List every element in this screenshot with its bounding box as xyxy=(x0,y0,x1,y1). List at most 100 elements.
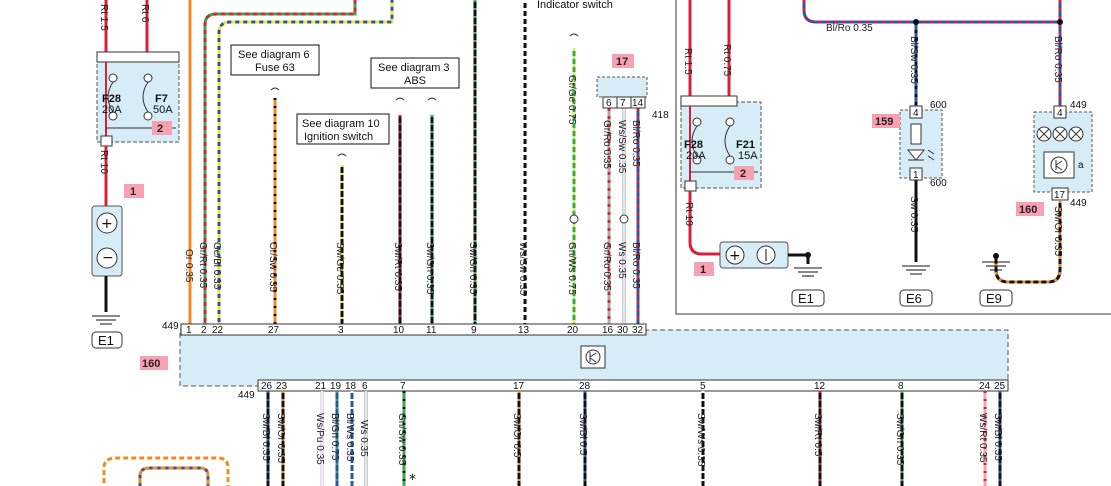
svg-text:E6: E6 xyxy=(906,291,922,306)
fuse-f7-terminal xyxy=(143,73,153,83)
svg-text:160: 160 xyxy=(142,358,160,370)
svg-text:See diagram 6: See diagram 6 xyxy=(238,49,310,61)
svg-text:Rt 1.5: Rt 1.5 xyxy=(682,48,693,75)
fuse-f21-right: F21 xyxy=(736,139,755,151)
svg-text:15A: 15A xyxy=(738,150,758,162)
svg-text:Ws/Pu 0.35: Ws/Pu 0.35 xyxy=(314,413,325,465)
badge-2-left xyxy=(152,121,172,135)
svg-text:1: 1 xyxy=(913,170,919,181)
fuse-box-left-header xyxy=(96,51,180,63)
svg-text:See diagram 10: See diagram 10 xyxy=(302,118,380,130)
svg-text:Bl/Ro 0.35: Bl/Ro 0.35 xyxy=(1052,36,1063,83)
svg-text:5: 5 xyxy=(700,381,706,392)
svg-text:27: 27 xyxy=(268,325,280,336)
svg-text:4: 4 xyxy=(913,108,919,119)
fuse-f28-rating-left: 20A xyxy=(102,104,122,116)
label-pin13: Ws/Sw 0.35 xyxy=(517,242,528,296)
svg-text:449: 449 xyxy=(1070,198,1087,209)
label-rt15-left: Rt 1.5 xyxy=(98,4,109,31)
svg-text:a: a xyxy=(1078,160,1084,171)
ground-e1-left xyxy=(91,331,123,349)
svg-text:22: 22 xyxy=(212,325,224,336)
svg-text:Sw/Bl 0.35: Sw/Bl 0.35 xyxy=(992,413,1003,461)
svg-text:1: 1 xyxy=(130,186,136,198)
svg-text:+: + xyxy=(101,216,113,232)
svg-text:11: 11 xyxy=(426,325,437,336)
indicator-switch-label: Indicator switch xyxy=(537,0,613,11)
svg-text:Sw/Rt 0.5: Sw/Rt 0.5 xyxy=(812,413,823,457)
asterisk-mark: * xyxy=(409,472,416,486)
svg-text:600: 600 xyxy=(930,178,947,189)
svg-text:Sw 0.35: Sw 0.35 xyxy=(908,196,919,233)
svg-text:E1: E1 xyxy=(98,333,114,348)
svg-text:See diagram 3: See diagram 3 xyxy=(378,62,450,74)
svg-text:449: 449 xyxy=(162,321,179,332)
svg-text:E1: E1 xyxy=(798,291,814,306)
svg-text:32: 32 xyxy=(632,325,644,336)
svg-text:28: 28 xyxy=(579,381,591,392)
ground-e9 xyxy=(979,289,1013,307)
svg-text:20A: 20A xyxy=(686,150,706,162)
bottom-pin-numbers: 26 23 21 19 18 6 7 17 28 5 12 8 24 25 xyxy=(261,381,1006,392)
label-pin16: Gr/Ro 0.35 xyxy=(601,242,612,291)
label-pin1: Or 0.35 xyxy=(183,249,194,283)
svg-text:Bl/Ws 0.35: Bl/Ws 0.35 xyxy=(344,413,355,462)
svg-text:+: + xyxy=(729,248,741,264)
label-17-l1: Gr/Ge 0.75 xyxy=(566,75,577,125)
svg-text:2: 2 xyxy=(201,325,207,336)
label-pin22: Ge/Bl 0.35 xyxy=(211,242,222,290)
svg-text:Bl/Ro 0.35: Bl/Ro 0.35 xyxy=(826,23,873,34)
label-17-l4: Bl/Ro 0.35 xyxy=(630,120,641,167)
svg-text:25: 25 xyxy=(994,381,1006,392)
svg-text:Sw/Ws 0.35: Sw/Ws 0.35 xyxy=(695,413,706,467)
svg-text:Sw/Or 0.35: Sw/Or 0.35 xyxy=(1052,206,1063,256)
fuse-f7-rating-left: 50A xyxy=(153,104,173,116)
svg-text:2: 2 xyxy=(157,123,163,135)
connector-17-box xyxy=(596,76,648,98)
right-section: Rt 1.5 Rt 0.75 F28 20A F21 15A 2 Rt 10 +… xyxy=(680,0,1093,307)
svg-text:Sw/Or 0.5: Sw/Or 0.5 xyxy=(511,413,522,458)
svg-text:Gn/Sw 0.35: Gn/Sw 0.35 xyxy=(396,413,407,466)
label-rt10-left: Rt 10 xyxy=(98,150,109,174)
svg-text:6: 6 xyxy=(606,98,612,109)
label-pin20: Gn/Ws 0.75 xyxy=(566,242,577,295)
badge-1-left xyxy=(124,184,144,198)
svg-text:26: 26 xyxy=(261,381,273,392)
callout-diagram-10 xyxy=(296,113,390,145)
label-pin11: Sw/Gn 0.35 xyxy=(424,242,435,295)
badge-160-left xyxy=(140,356,168,370)
label-rt6-left: Rt 6 xyxy=(139,4,150,23)
svg-text:13: 13 xyxy=(518,325,530,336)
badge-17 xyxy=(612,54,634,68)
badge-159 xyxy=(872,114,900,128)
connector-17-pins xyxy=(602,96,646,109)
svg-text:6: 6 xyxy=(362,381,368,392)
fuse-f28-left: F28 xyxy=(102,93,121,105)
bottom-wires: * xyxy=(102,391,1002,486)
svg-text:3: 3 xyxy=(338,325,344,336)
ground-e1-right xyxy=(791,289,825,307)
right-section-frame xyxy=(675,0,1111,315)
svg-text:17: 17 xyxy=(513,381,525,392)
svg-text:449: 449 xyxy=(238,390,255,401)
svg-text:4: 4 xyxy=(1057,108,1063,119)
svg-text:30: 30 xyxy=(617,325,629,336)
svg-text:20: 20 xyxy=(567,325,579,336)
callout-diagram-6 xyxy=(230,44,320,76)
label-pin2: Gr/Rt 0.35 xyxy=(197,242,208,289)
svg-text:E9: E9 xyxy=(986,291,1002,306)
badge-1-right xyxy=(694,262,714,276)
svg-text:10: 10 xyxy=(393,325,405,336)
svg-text:12: 12 xyxy=(814,381,826,392)
svg-text:Ignition switch: Ignition switch xyxy=(304,131,373,143)
svg-text:2: 2 xyxy=(740,168,746,180)
svg-text:Sw/Or 0.35: Sw/Or 0.35 xyxy=(275,413,286,463)
connector-449-bottom xyxy=(257,379,1009,392)
svg-text:449: 449 xyxy=(1070,100,1087,111)
svg-text:160: 160 xyxy=(1019,204,1037,216)
svg-text:16: 16 xyxy=(602,325,614,336)
svg-text:Fuse 63: Fuse 63 xyxy=(255,62,295,74)
main-wire-labels: Or 0.35 Gr/Rt 0.35 Ge/Bl 0.35 Or/Sw 0.35… xyxy=(183,75,641,296)
main-wires: 6 7 14 17 418 xyxy=(188,0,669,330)
